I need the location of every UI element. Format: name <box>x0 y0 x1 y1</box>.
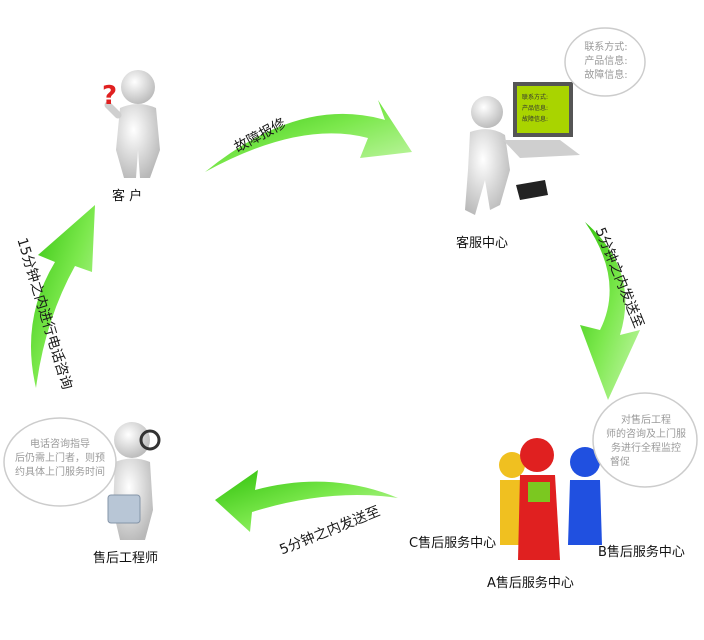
bubble-line: 师的咨询及上门服 <box>606 429 686 440</box>
laptop-line: 产品信息: <box>522 104 548 112</box>
customer-figure: ? <box>102 70 160 178</box>
bubble-line: 对售后工程 <box>621 415 671 426</box>
node-engineer: 售后工程师 <box>93 551 159 566</box>
phone-icon <box>516 180 548 200</box>
bubble-line: 约具体上门服务时间 <box>15 467 105 478</box>
laptop-line: 联系方式: <box>522 93 548 101</box>
centers-figures <box>499 438 602 560</box>
node-center-c: C售后服务中心 <box>409 536 497 551</box>
bubble-line: 故障信息: <box>584 70 628 81</box>
arrow-bottom <box>215 470 398 532</box>
bubble-centers: 对售后工程 师的咨询及上门服 务进行全程监控 督促 <box>596 414 696 470</box>
bubble-line: 电话咨询指导 <box>30 439 90 450</box>
arrow-right <box>580 222 640 400</box>
briefcase-icon <box>107 494 141 524</box>
bubble-line: 产品信息: <box>584 56 628 67</box>
bubble-service-shape <box>564 27 646 97</box>
node-center-a: A售后服务中心 <box>487 576 574 591</box>
arrow-left <box>30 205 95 388</box>
bubble-service: 联系方式: 产品信息: 故障信息: <box>570 41 642 83</box>
engineer-figure <box>107 422 161 540</box>
bubble-line: 联系方式: <box>584 42 628 53</box>
node-customer: 客 户 <box>112 189 143 204</box>
node-center-b: B售后服务中心 <box>598 545 685 560</box>
service-center-figure: 联系方式: 产品信息: 故障信息: <box>465 82 580 215</box>
bubble-line: 督促 <box>610 457 630 468</box>
laptop-line: 故障信息: <box>522 115 548 123</box>
bubble-line: 务进行全程监控 <box>611 443 681 454</box>
arrow-top <box>205 100 412 172</box>
glasses-icon <box>139 429 161 451</box>
question-mark-icon: ? <box>102 81 117 111</box>
node-service-center: 客服中心 <box>456 236 509 251</box>
bubble-line: 后仍需上门者，则预 <box>15 453 105 464</box>
bubble-centers-shape <box>592 392 698 488</box>
bubble-engineer: 电话咨询指导 后仍需上门者，则预 约具体上门服务时间 <box>8 438 112 480</box>
bubble-engineer-shape <box>3 417 117 507</box>
